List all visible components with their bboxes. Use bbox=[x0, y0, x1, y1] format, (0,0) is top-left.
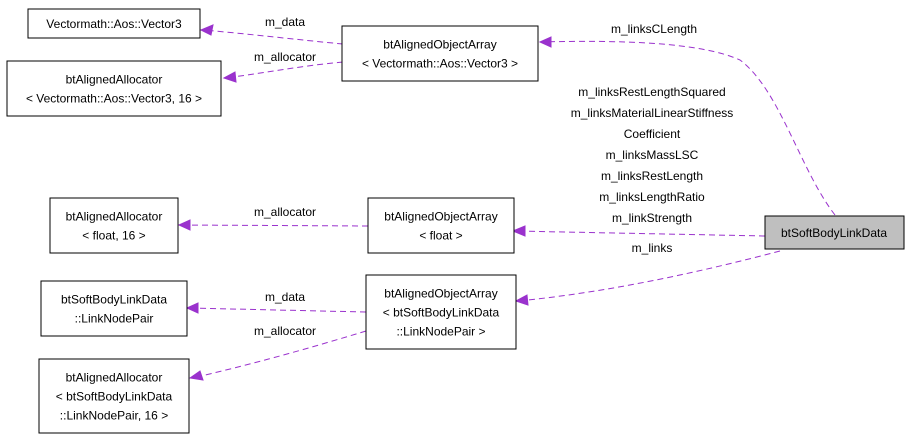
edge-label-line: m_linksMassLSC bbox=[606, 148, 699, 162]
node-label-line: < btSoftBodyLinkData bbox=[383, 306, 500, 320]
node-btalignedallocator-float[interactable]: btAlignedAllocator < float, 16 > bbox=[49, 197, 179, 254]
node-label-line: ::LinkNodePair > bbox=[396, 325, 485, 339]
node-label-line: ::LinkNodePair, 16 > bbox=[60, 409, 168, 423]
node-label-line: btAlignedAllocator bbox=[66, 73, 163, 87]
node-label-line: btAlignedAllocator bbox=[66, 210, 163, 224]
edge-label-line: m_linkStrength bbox=[612, 211, 692, 225]
node-label-line: btSoftBodyLinkData bbox=[781, 226, 887, 240]
edge-label-line: m_linksRestLengthSquared bbox=[578, 85, 725, 99]
node-label-line: btAlignedObjectArray bbox=[383, 38, 496, 52]
edge-label-m-data: m_data bbox=[265, 290, 305, 304]
edge-float-allocator: m_allocator bbox=[177, 205, 369, 231]
edge-label-m-allocator: m_allocator bbox=[254, 50, 316, 64]
edge-linknodepair-data: m_data bbox=[185, 290, 367, 314]
node-label-line: < btSoftBodyLinkData bbox=[56, 390, 173, 404]
node-label-line: < float, 16 > bbox=[82, 229, 145, 243]
edge-label-line: m_linksMaterialLinearStiffness bbox=[571, 106, 734, 120]
edge-main-to-linknodepair-array: m_links bbox=[514, 241, 781, 306]
edge-label-m-linksclength: m_linksCLength bbox=[611, 22, 697, 36]
node-label-line: < Vectormath::Aos::Vector3 > bbox=[362, 57, 518, 71]
node-label-line: ::LinkNodePair bbox=[75, 312, 154, 326]
node-btalignedobjectarray-vector3[interactable]: btAlignedObjectArray< Vectormath::Aos::V… bbox=[341, 25, 539, 82]
node-label-line: < float > bbox=[419, 229, 462, 243]
edge-linknodepair-allocator: m_allocator bbox=[188, 324, 367, 381]
edge-label-m-allocator: m_allocator bbox=[254, 324, 316, 338]
edge-label-line: m_linksLengthRatio bbox=[599, 190, 705, 204]
edge-vector3-data: m_data bbox=[199, 15, 344, 45]
node-btsoftbodylinkdata-linknodepair[interactable]: btSoftBodyLinkData::LinkNodePair bbox=[40, 280, 188, 337]
edge-label-m-allocator: m_allocator bbox=[254, 205, 316, 219]
node-label-line: btAlignedObjectArray bbox=[384, 287, 497, 301]
node-label-line: btAlignedObjectArray bbox=[384, 210, 497, 224]
edge-main-to-vector3-array: m_linksCLength bbox=[538, 22, 836, 216]
edge-label-line: Coefficient bbox=[624, 127, 681, 141]
edge-label-m-links: m_links bbox=[632, 241, 673, 255]
node-btsoftbodylinkdata[interactable]: btSoftBodyLinkData bbox=[764, 215, 905, 250]
edge-vector3-allocator: m_allocator bbox=[222, 50, 344, 83]
node-btalignedallocator-linknodepair[interactable]: btAlignedAllocator< btSoftBodyLinkData::… bbox=[38, 358, 190, 434]
node-vectormath-vector3[interactable]: Vectormath::Aos::Vector3 bbox=[27, 8, 201, 39]
node-label-line: Vectormath::Aos::Vector3 bbox=[46, 17, 182, 31]
edge-main-to-float-array: m_linksRestLengthSquared m_linksMaterialL… bbox=[511, 85, 766, 237]
node-btalignedobjectarray-float[interactable]: btAlignedObjectArray < float > bbox=[367, 197, 515, 254]
node-label-line: btAlignedAllocator bbox=[66, 371, 163, 385]
edge-label-float-members: m_linksRestLengthSquared m_linksMaterialL… bbox=[571, 85, 734, 225]
node-btalignedallocator-vector3[interactable]: btAlignedAllocator< Vectormath::Aos::Vec… bbox=[6, 60, 222, 117]
edge-label-line: m_linksRestLength bbox=[601, 169, 703, 183]
node-btalignedobjectarray-linknodepair[interactable]: btAlignedObjectArray < btSoftBodyLinkData… bbox=[365, 274, 517, 350]
node-label-line: btSoftBodyLinkData bbox=[61, 293, 167, 307]
edge-label-m-data: m_data bbox=[265, 15, 305, 29]
node-label-line: < Vectormath::Aos::Vector3, 16 > bbox=[26, 92, 202, 106]
